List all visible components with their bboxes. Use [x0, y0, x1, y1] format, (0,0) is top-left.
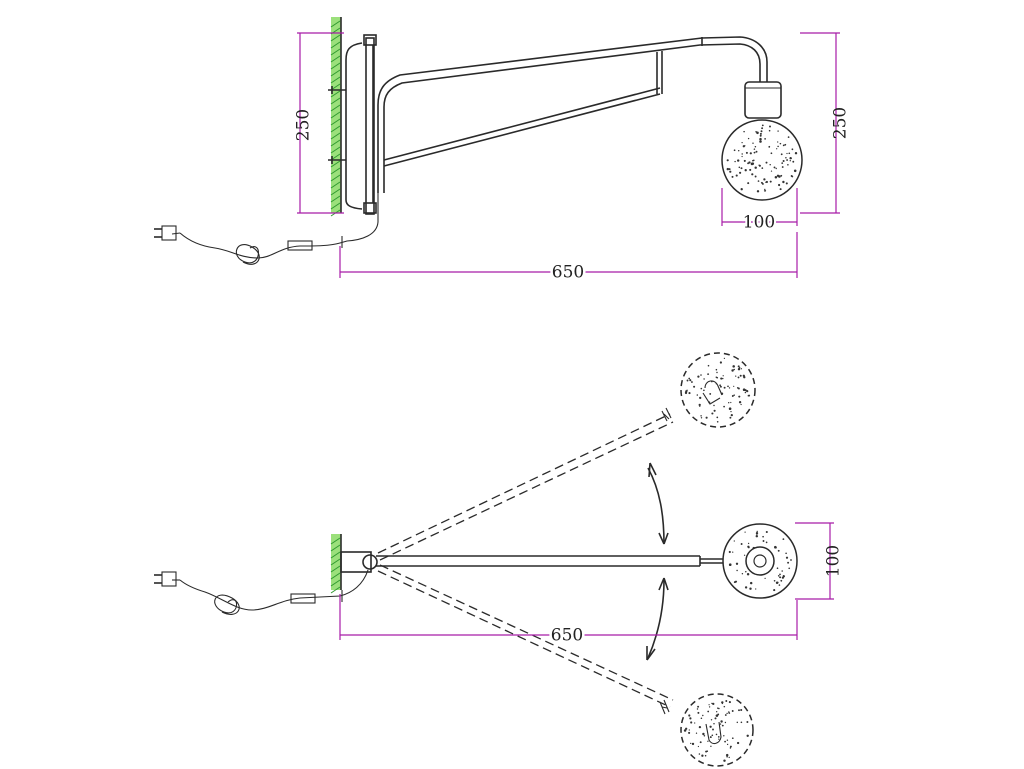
wall-mount-plate [345, 34, 377, 215]
dim-bulb-width: 100 [721, 188, 798, 235]
dim-wall-height: 250 [294, 32, 344, 214]
top-cable [154, 569, 369, 615]
top-view: 100 650 [154, 352, 844, 767]
top-mount-block [340, 551, 378, 573]
dim-bulb-diameter: 100 [795, 522, 844, 600]
side-bulb [721, 81, 803, 201]
dim-lamp-height-label: 250 [831, 107, 851, 139]
dim-bulb-diameter-label: 100 [824, 545, 844, 577]
dim-total-length: 650 [339, 232, 798, 285]
dim-wall-height-label: 250 [294, 109, 314, 141]
dim-bulb-width-label: 100 [743, 213, 775, 233]
dim-arm-length: 650 [339, 594, 798, 648]
side-view: 250 250 100 650 [154, 17, 851, 285]
dim-lamp-height: 250 [800, 32, 851, 214]
top-arm-lower-ghost [377, 564, 754, 767]
rotation-arrows [646, 462, 669, 661]
top-wall [330, 534, 342, 594]
wall-screws [328, 86, 346, 164]
top-arm-center [376, 523, 798, 599]
side-cable [154, 193, 379, 265]
side-wall [330, 17, 342, 217]
top-arm-upper-ghost [377, 352, 756, 561]
dim-total-length-label: 650 [552, 263, 584, 283]
lamp-arm [377, 36, 768, 193]
dim-arm-length-label: 650 [551, 626, 583, 646]
